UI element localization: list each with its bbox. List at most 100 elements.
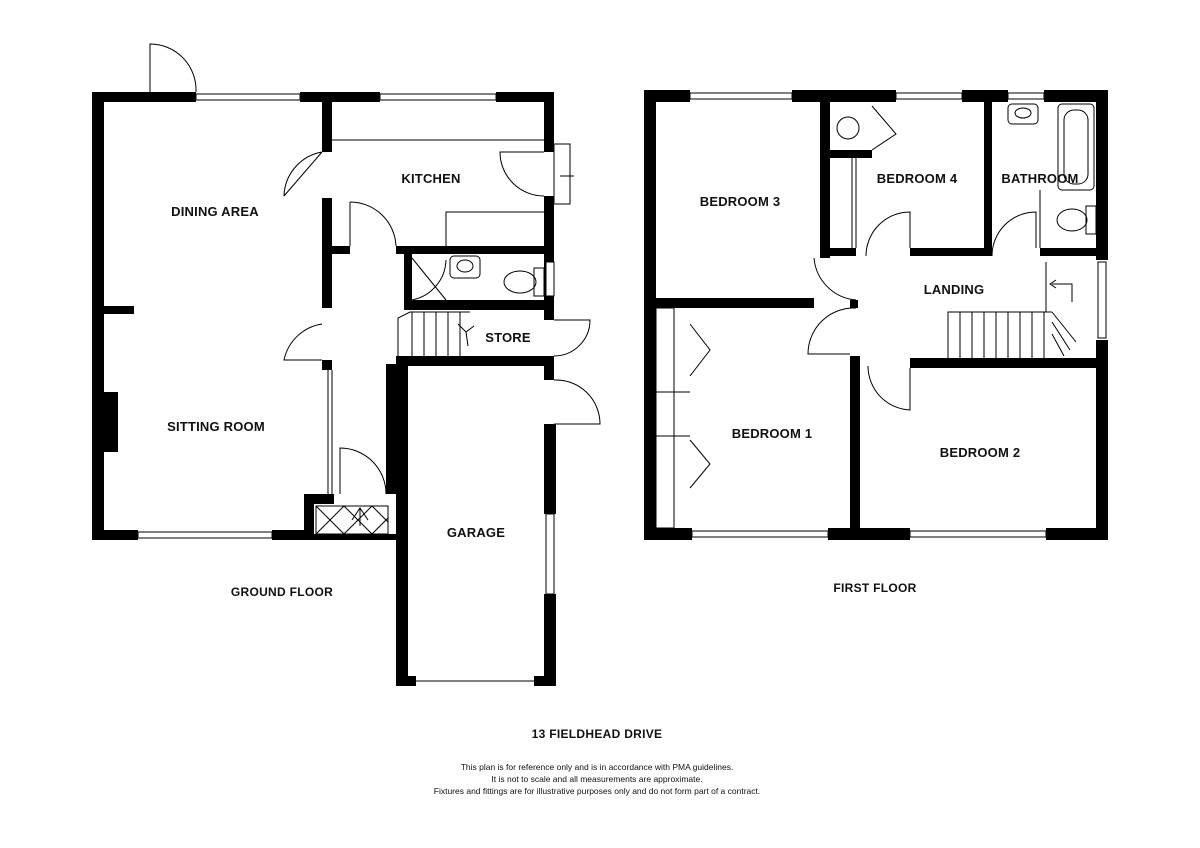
- wc-basin: [449, 255, 481, 279]
- ff-wall-north-2: [792, 90, 896, 102]
- ff-wardrobe-door-2: [689, 439, 711, 489]
- ff-wall-stub-1: [850, 300, 858, 308]
- ff-stair-winders: [1051, 311, 1077, 357]
- label-garage: GARAGE: [447, 525, 505, 540]
- door-front: [339, 447, 387, 495]
- stairs-arrow: [457, 323, 475, 347]
- door-kitchen-hall: [349, 201, 397, 247]
- ff-wall-south-2: [828, 528, 910, 540]
- ff-window-bed3: [689, 92, 793, 100]
- wall-garage-west: [396, 364, 408, 686]
- ff-door-bed2: [867, 365, 911, 411]
- ff-wall-south-3: [1046, 528, 1108, 540]
- ff-wall-bed4-landing: [910, 248, 990, 256]
- ff-window-bed2: [909, 530, 1047, 538]
- kitchen-side-step: [553, 143, 571, 205]
- label-bedroom-2: BEDROOM 2: [940, 445, 1021, 460]
- ff-cupboard-wall: [830, 150, 872, 158]
- label-dining-area: DINING AREA: [171, 204, 259, 219]
- window-garage-side: [545, 513, 555, 595]
- door-garage-side: [553, 379, 601, 425]
- ff-wall-landing-bed2: [910, 358, 1096, 368]
- wc-basin-bowl: [456, 259, 474, 273]
- wall-north-dining-left: [92, 92, 196, 102]
- wall-east-kitchen-top: [544, 92, 554, 152]
- ff-window-bed1: [691, 530, 829, 538]
- ff-wall-bed1-bed2: [850, 356, 860, 536]
- stairs-outline: [397, 311, 470, 356]
- label-bedroom-4: BEDROOM 4: [877, 171, 958, 186]
- label-store: STORE: [485, 330, 531, 345]
- wall-wc-south: [404, 300, 554, 310]
- ff-bath-cistern: [1085, 205, 1097, 235]
- ff-stairs-arrow: [1049, 279, 1073, 302]
- wall-store-east-bottom: [544, 356, 554, 380]
- wall-north-mid: [300, 92, 380, 102]
- ff-wall-west: [644, 90, 656, 540]
- label-kitchen: KITCHEN: [401, 171, 460, 186]
- wall-north-right: [496, 92, 554, 102]
- first-floor-plan: [644, 90, 1108, 540]
- door-back-dining: [149, 43, 197, 93]
- window-sitting: [137, 531, 273, 539]
- ff-wardrobe-bed1: [655, 307, 675, 529]
- ff-bath-inner: [1063, 109, 1089, 185]
- door-store-outside: [553, 319, 591, 357]
- window-kitchen: [379, 93, 497, 101]
- window-dining: [195, 93, 301, 101]
- door-kitchen-side: [499, 151, 545, 197]
- wall-porch-west: [304, 494, 314, 540]
- wall-east-kitchen-bottom: [544, 196, 554, 300]
- ff-wall-bed4-landing-left: [830, 248, 856, 256]
- ff-bath-basin-bowl: [1014, 107, 1032, 119]
- ff-wall-bed3-bed4: [820, 102, 830, 258]
- door-wc: [411, 257, 447, 301]
- label-sitting-room: SITTING ROOM: [167, 419, 265, 434]
- wall-garage-south-left: [396, 676, 416, 686]
- ff-door-bed3: [813, 257, 857, 301]
- wall-garage-south-right: [534, 676, 556, 686]
- wall-garage-east-bottom: [544, 594, 556, 686]
- ff-door-bed1: [807, 307, 857, 355]
- ff-wall-east-top: [1096, 90, 1108, 260]
- kitchen-worktop-bottom: [445, 211, 544, 246]
- wall-store-east-top: [544, 300, 554, 320]
- property-address: 13 FIELDHEAD DRIVE: [532, 727, 663, 741]
- porch-mat-pattern: [315, 505, 389, 535]
- ground-floor-plan: [92, 43, 601, 686]
- ff-wall-bed3-bed1: [656, 298, 814, 308]
- ff-door-bed4: [865, 211, 911, 257]
- label-bedroom-1: BEDROOM 1: [732, 426, 813, 441]
- ff-hot-water-cylinder: [836, 116, 860, 140]
- ff-wall-east-bottom: [1096, 340, 1108, 540]
- ff-window-landing: [1097, 261, 1107, 339]
- ff-window-bed4: [895, 92, 963, 100]
- wall-south-sitting-left: [92, 530, 138, 540]
- door-dining-kitchen: [283, 151, 323, 197]
- porch-mat: [315, 505, 389, 535]
- wall-dining-sitting-stub: [104, 306, 134, 314]
- ff-wall-bath-south: [1040, 248, 1096, 256]
- ff-door-bath: [991, 211, 1037, 257]
- entrance-arrow: [351, 507, 369, 526]
- ff-bath-basin: [1007, 103, 1039, 125]
- ff-wall-north-3: [962, 90, 1008, 102]
- chimney-breast: [104, 392, 118, 452]
- wall-porch-top: [304, 494, 334, 504]
- ff-wardrobe-door-1: [689, 323, 711, 377]
- wall-sitting-hall-stub: [322, 360, 332, 370]
- wall-garage-east-top: [544, 424, 556, 514]
- floor-label-first: FIRST FLOOR: [833, 581, 916, 595]
- label-bedroom-3: BEDROOM 3: [700, 194, 781, 209]
- wall-store-south: [396, 356, 554, 366]
- ff-cupboard-door: [871, 105, 897, 151]
- disclaimer-line-1: This plan is for reference only and is i…: [461, 762, 734, 772]
- label-bathroom: BATHROOM: [1001, 171, 1078, 186]
- ff-window-bath: [1007, 92, 1045, 100]
- wall-kitchen-hall-left: [332, 246, 350, 254]
- wall-west: [92, 92, 104, 540]
- ff-wall-north-4: [1044, 90, 1108, 102]
- disclaimer-line-2: It is not to scale and all measurements …: [491, 774, 702, 784]
- door-hall-sitting: [283, 323, 323, 361]
